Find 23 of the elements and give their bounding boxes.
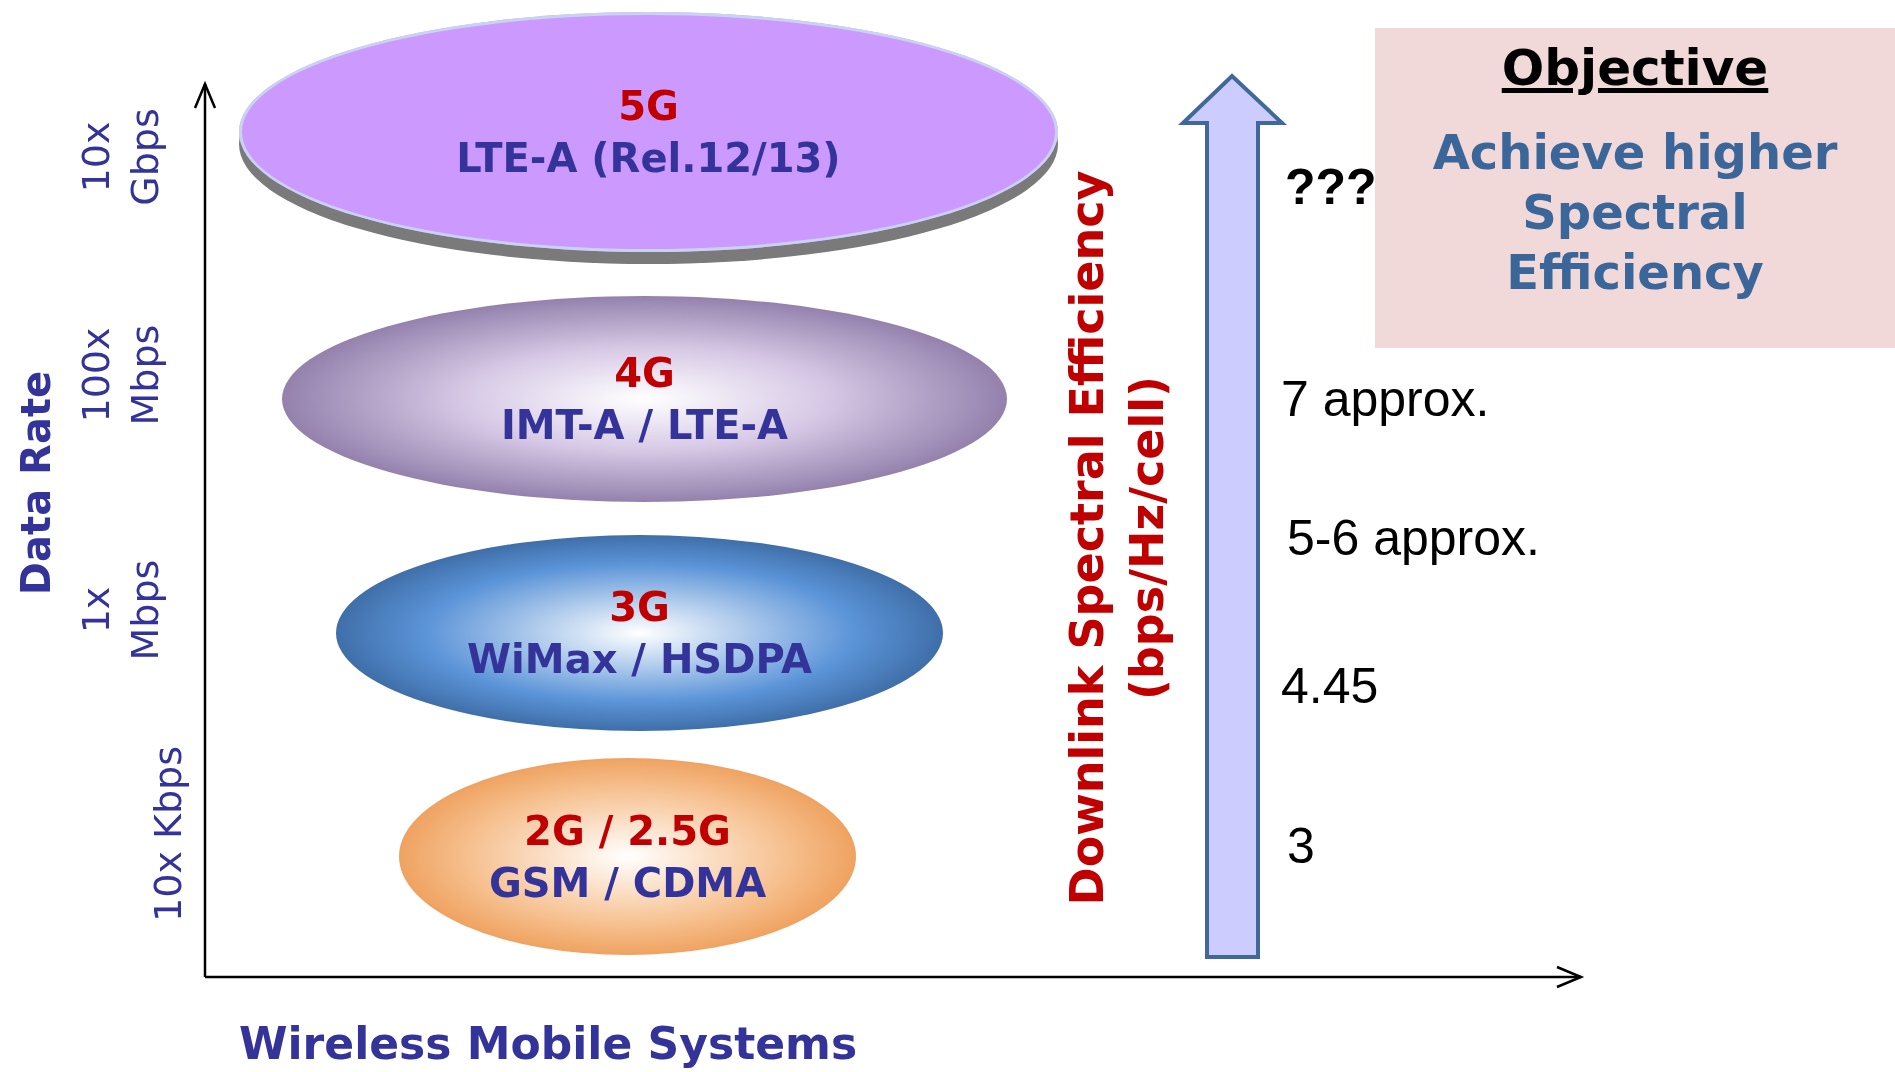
technology-label: WiMax / HSDPA xyxy=(467,635,812,684)
tick-label: 10x Kbps xyxy=(146,746,190,922)
objective-text: Achieve higher Spectral Efficiency xyxy=(1431,123,1839,302)
technology-label: LTE-A (Rel.12/13) xyxy=(456,134,841,183)
value-label: ??? xyxy=(1285,158,1377,216)
value-label: 3 xyxy=(1287,817,1315,875)
axis-title: Data Rate xyxy=(13,370,59,596)
technology-label: IMT-A / LTE-A xyxy=(500,401,789,450)
panel-heading: Objective xyxy=(1501,38,1769,99)
objective-panel xyxy=(1375,28,1895,348)
tick-label: 100x Mbps xyxy=(72,323,168,428)
axis-title: Downlink Spectral Efficiency (bps/Hz/cell) xyxy=(1059,169,1175,908)
tick-label: 10x Gbps xyxy=(72,107,168,208)
generation-label: 3G xyxy=(609,583,670,632)
axis-title: Wireless Mobile Systems xyxy=(239,1018,858,1069)
generation-label: 5G xyxy=(618,82,679,131)
generation-label: 2G / 2.5G xyxy=(524,806,731,856)
technology-label: GSM / CDMA xyxy=(488,858,767,908)
value-label: 4.45 xyxy=(1281,657,1379,715)
value-label: 7 approx. xyxy=(1281,370,1490,428)
value-label: 5-6 approx. xyxy=(1287,509,1540,567)
generation-label: 4G xyxy=(614,349,675,398)
tick-label: 1x Mbps xyxy=(72,558,168,663)
